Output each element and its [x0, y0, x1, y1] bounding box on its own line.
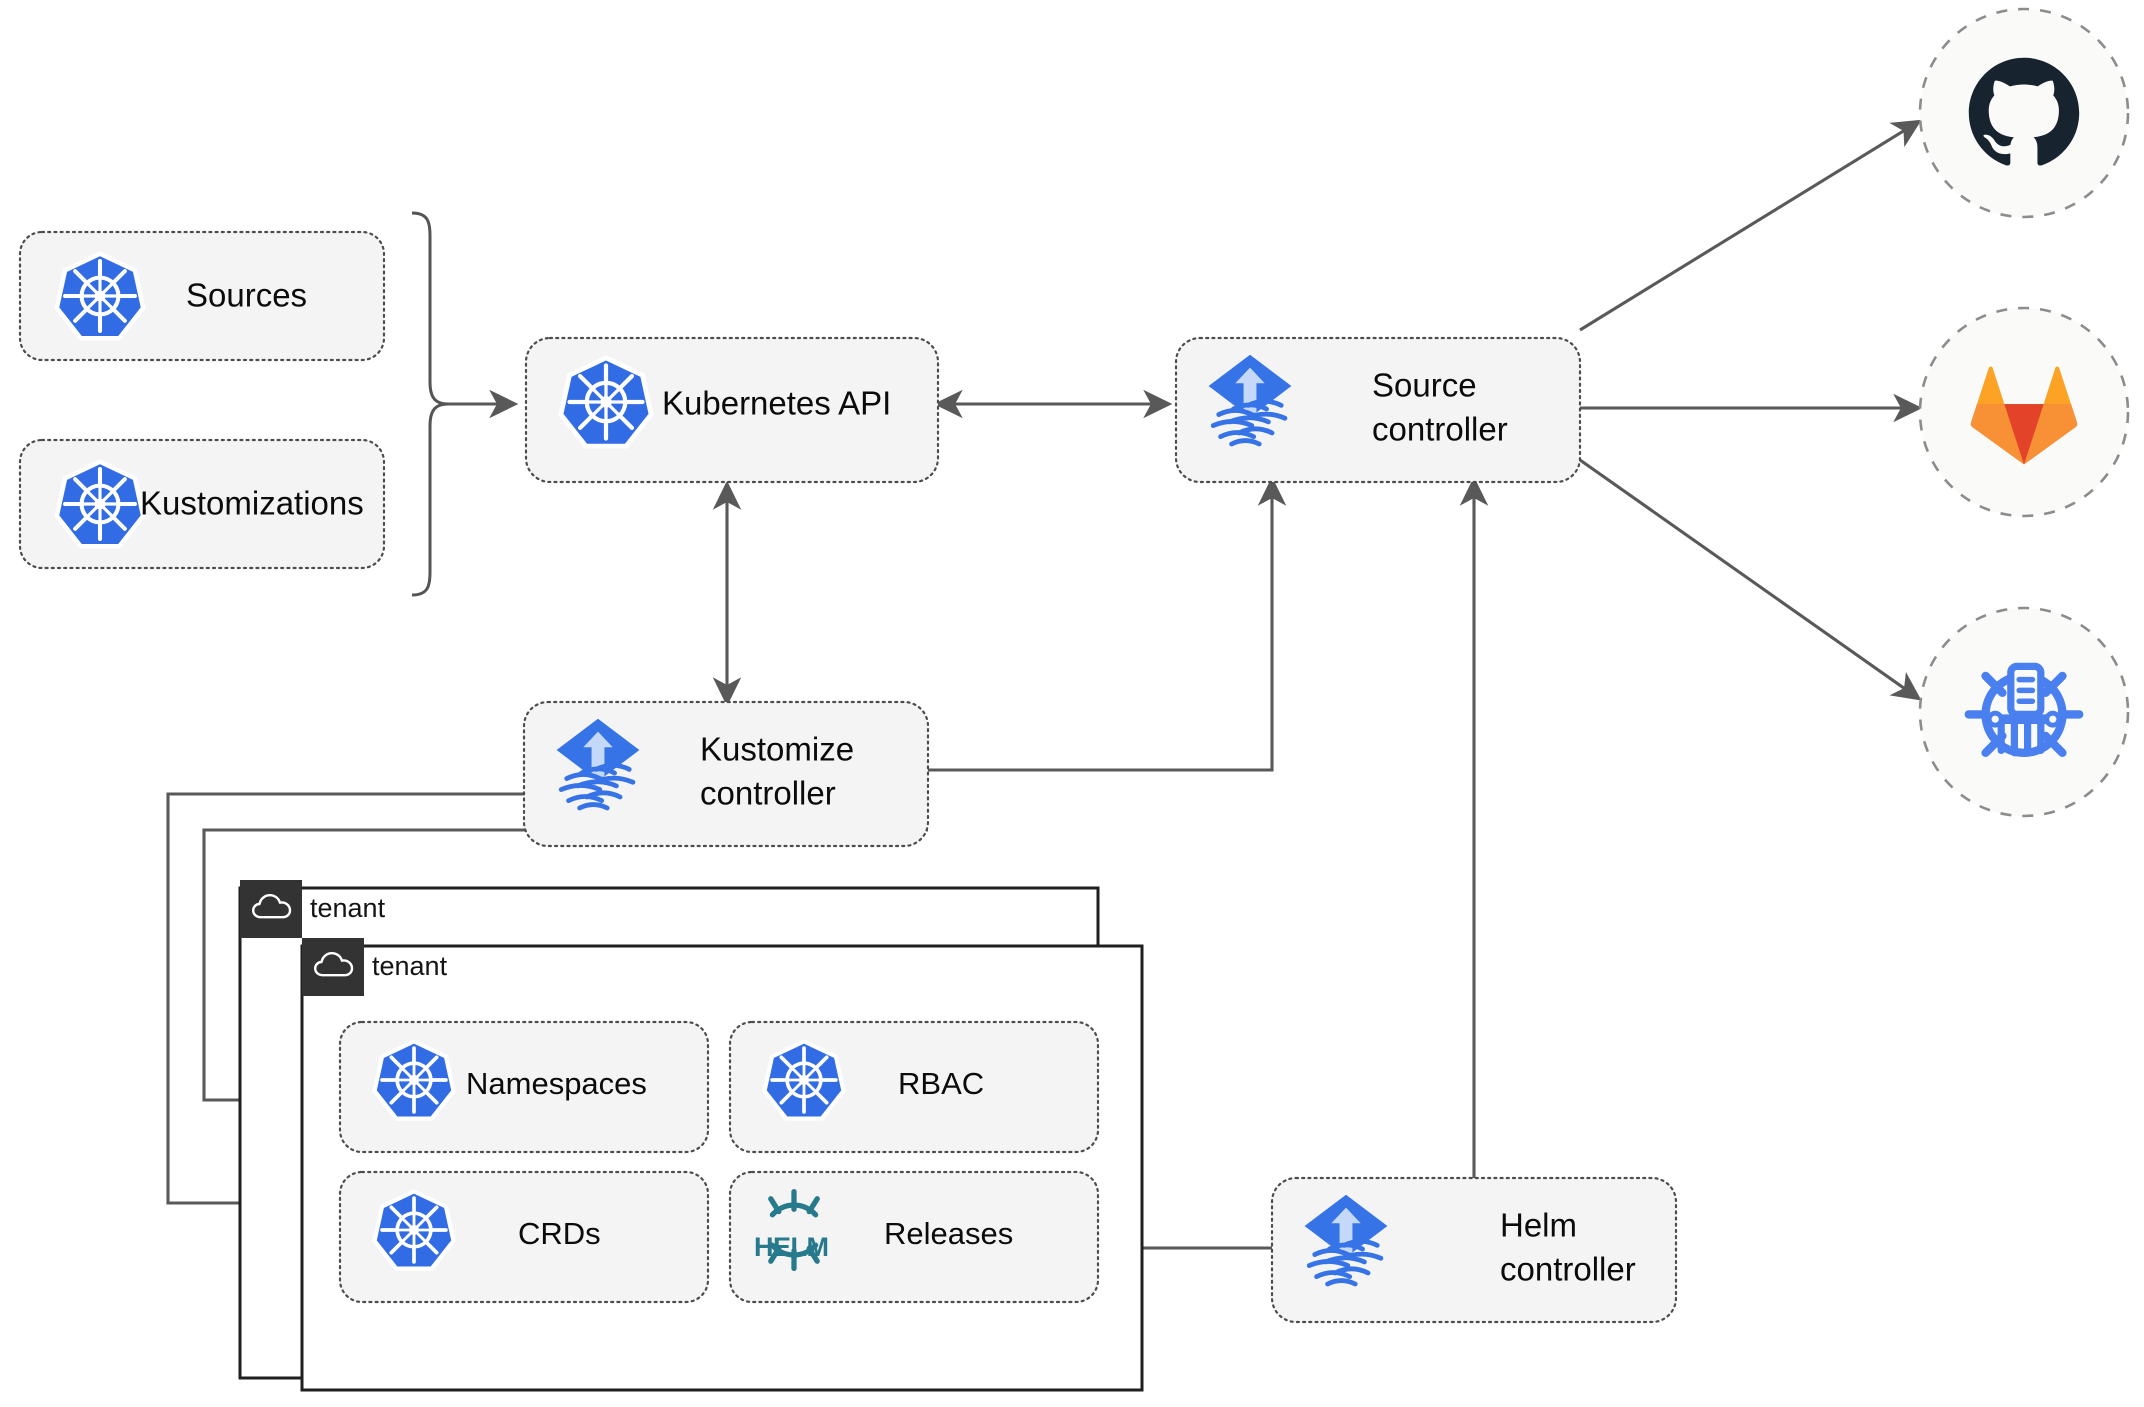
tenant-box-inner[interactable]: tenant: [300, 938, 1144, 1392]
card-label-source-controller-line2: controller: [1372, 411, 1508, 448]
kubernetes-icon: [57, 462, 143, 547]
tenant-label-outer: tenant: [310, 893, 386, 923]
card-kustomize-controller[interactable]: Kustomize controller: [522, 700, 930, 848]
card-sources[interactable]: Sources: [18, 230, 386, 362]
card-crds[interactable]: CRDs: [338, 1170, 710, 1304]
kubernetes-icon: [765, 1041, 844, 1118]
card-label-kustomize-controller-line2: controller: [700, 775, 836, 812]
edge-source-controller-to-github: [1579, 119, 1922, 332]
card-label-helm-controller-line1: Helm: [1500, 1207, 1577, 1244]
card-source-controller[interactable]: Source controller: [1174, 336, 1582, 484]
card-label-namespaces: Namespaces: [466, 1066, 647, 1101]
kubernetes-icon: [375, 1191, 454, 1268]
card-label-rbac: RBAC: [898, 1066, 984, 1101]
card-rbac[interactable]: RBAC: [728, 1020, 1100, 1154]
group-brace: [411, 211, 449, 597]
kubernetes-icon: [375, 1041, 454, 1118]
card-label-sources: Sources: [186, 277, 307, 314]
card-label-source-controller-line1: Source: [1372, 367, 1477, 404]
edge-source-controller-to-helm-repository: [1579, 458, 1922, 701]
card-label-helm-controller-line2: controller: [1500, 1251, 1636, 1288]
card-label-kubernetes-api: Kubernetes API: [662, 385, 891, 422]
card-label-kustomize-controller-line1: Kustomize: [700, 731, 854, 768]
provider-gitlab[interactable]: [1918, 306, 2130, 518]
provider-helm-repository[interactable]: [1918, 606, 2130, 818]
card-namespaces[interactable]: Namespaces: [338, 1020, 710, 1154]
edge-kustomize-controller-to-source-controller: [928, 476, 1287, 772]
provider-github[interactable]: [1918, 7, 2130, 219]
card-label-crds: CRDs: [518, 1216, 601, 1251]
card-releases[interactable]: HELM Releases: [728, 1170, 1100, 1304]
tenant-label-inner: tenant: [372, 951, 448, 981]
card-label-kustomizations: Kustomizations: [140, 485, 364, 522]
helm-wordmark: HELM: [754, 1232, 829, 1262]
kubernetes-icon: [561, 358, 651, 446]
card-helm-controller[interactable]: Helm controller: [1270, 1176, 1678, 1324]
card-label-releases: Releases: [884, 1216, 1013, 1251]
kubernetes-icon: [57, 254, 143, 339]
card-kustomizations[interactable]: Kustomizations: [18, 438, 386, 570]
card-kubernetes-api[interactable]: Kubernetes API: [524, 336, 940, 484]
